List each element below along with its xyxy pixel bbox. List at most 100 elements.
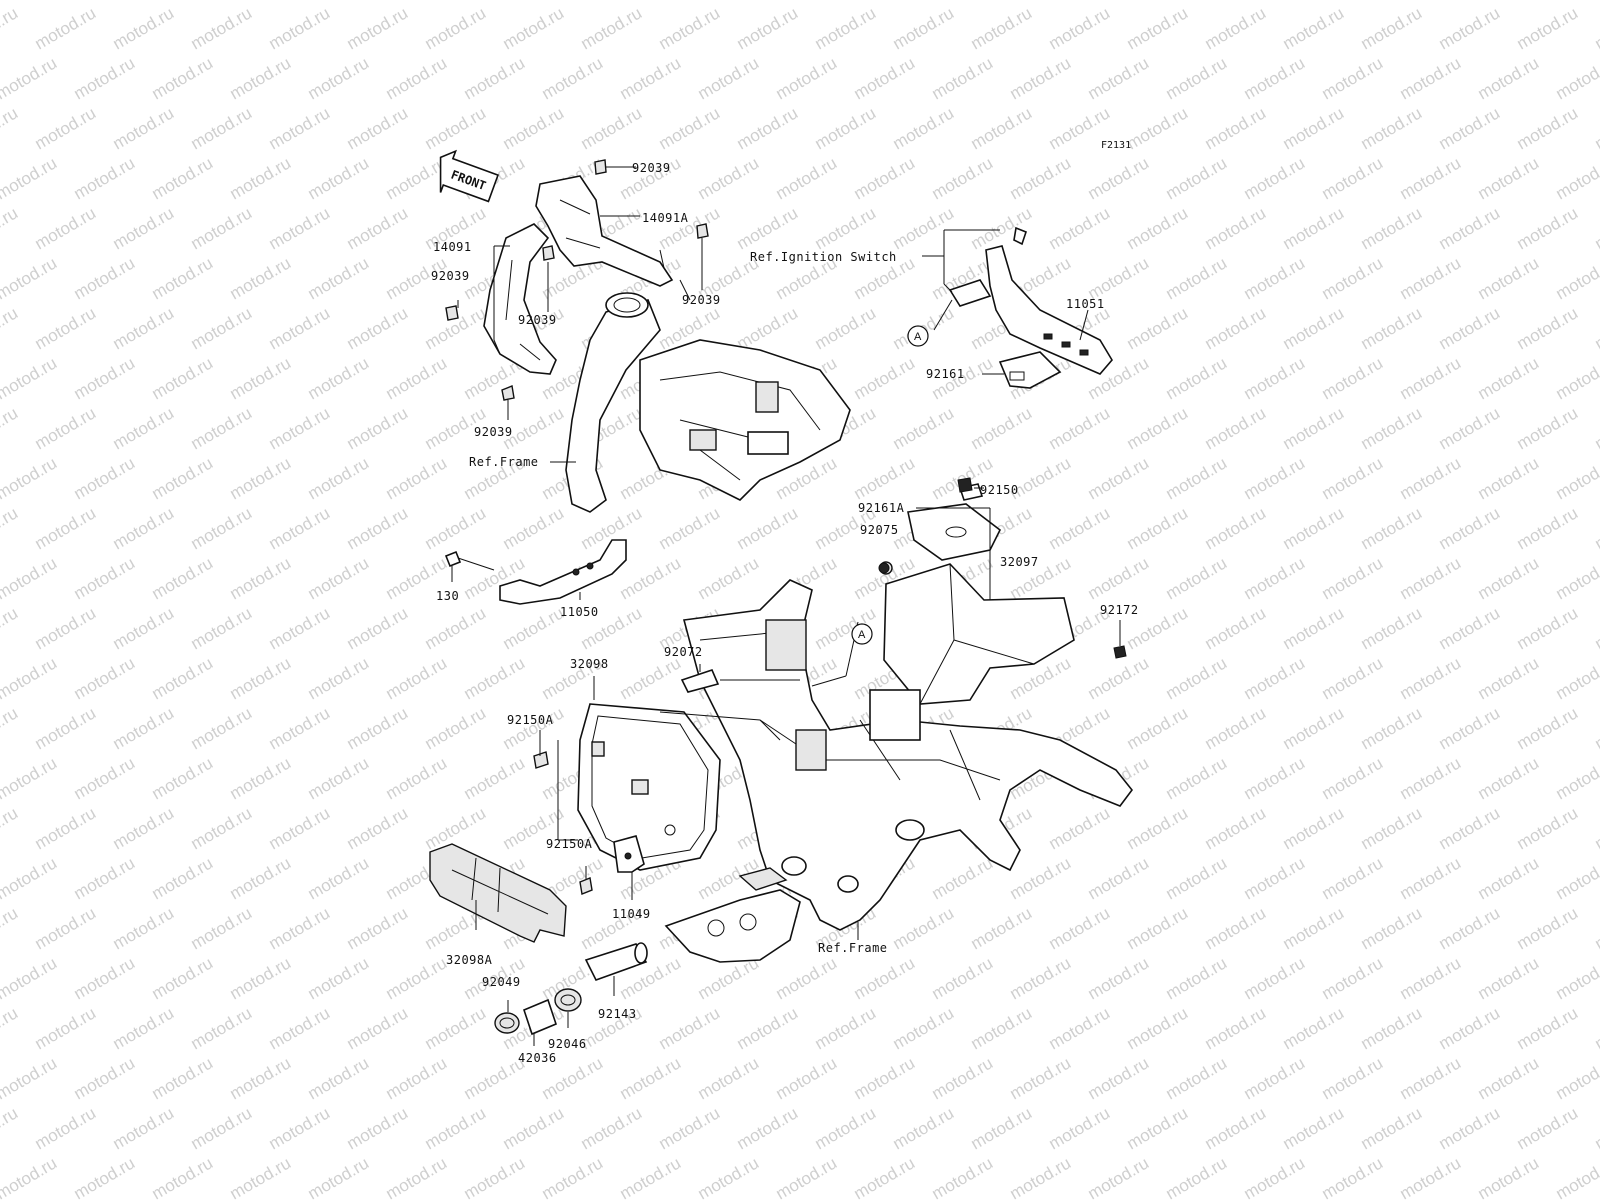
watermark-text: motod.ru (1397, 553, 1465, 603)
watermark-text: motod.ru (617, 0, 685, 3)
watermark-text: motod.ru (305, 253, 373, 303)
watermark-text: motod.ru (1592, 603, 1600, 653)
collar-parts-drawing (494, 942, 648, 1036)
watermark-text: motod.ru (110, 203, 178, 253)
watermark-text: motod.ru (695, 1053, 763, 1103)
watermark-text: motod.ru (305, 53, 373, 103)
watermark-text: motod.ru (1124, 3, 1192, 53)
watermark-text: motod.ru (32, 3, 100, 53)
watermark-text: motod.ru (578, 3, 646, 53)
watermark-text: motod.ru (1007, 1053, 1075, 1103)
watermark-text: motod.ru (0, 703, 21, 753)
watermark-text: motod.ru (383, 1153, 451, 1200)
watermark-text: motod.ru (1592, 403, 1600, 453)
watermark-text: motod.ru (1202, 703, 1270, 753)
lower-frame-drawing (664, 579, 1134, 963)
watermark-text: motod.ru (1436, 403, 1504, 453)
watermark-text: motod.ru (266, 603, 334, 653)
watermark-text: motod.ru (968, 403, 1036, 453)
watermark-text: motod.ru (929, 153, 997, 203)
watermark-text: motod.ru (1475, 353, 1543, 403)
watermark-text: motod.ru (500, 503, 568, 553)
watermark-text: motod.ru (695, 153, 763, 203)
watermark-text: motod.ru (32, 803, 100, 853)
watermark-text: motod.ru (227, 1153, 295, 1200)
watermark-text: motod.ru (1397, 53, 1465, 103)
watermark-text: motod.ru (1085, 1153, 1153, 1200)
watermark-text: motod.ru (1436, 203, 1504, 253)
watermark-text: motod.ru (500, 703, 568, 753)
watermark-text: motod.ru (110, 403, 178, 453)
watermark-text: motod.ru (1397, 353, 1465, 403)
watermark-text: motod.ru (890, 403, 958, 453)
watermark-text: motod.ru (1241, 0, 1309, 3)
watermark-text: motod.ru (1436, 103, 1504, 153)
watermark-text: motod.ru (1202, 3, 1270, 53)
watermark-text: motod.ru (1280, 803, 1348, 853)
watermark-text: motod.ru (1358, 603, 1426, 653)
part-label: 32098A (446, 953, 493, 967)
watermark-text: motod.ru (1436, 603, 1504, 653)
watermark-text: motod.ru (461, 0, 529, 3)
fastener-icons (445, 159, 973, 895)
watermark-text: motod.ru (1475, 0, 1543, 3)
watermark-text: motod.ru (1592, 1003, 1600, 1053)
watermark-text: motod.ru (188, 903, 256, 953)
plate-92072-drawing (680, 669, 720, 693)
watermark-text: motod.ru (1241, 853, 1309, 903)
watermark-text: motod.ru (1319, 553, 1387, 603)
watermark-text: motod.ru (1163, 153, 1231, 203)
watermark-text: motod.ru (1514, 603, 1582, 653)
watermark-text: motod.ru (1163, 953, 1231, 1003)
watermark-text: motod.ru (500, 103, 568, 153)
watermark-text: motod.ru (266, 503, 334, 553)
watermark-text: motod.ru (1319, 453, 1387, 503)
watermark-text: motod.ru (0, 153, 60, 203)
watermark-text: motod.ru (0, 1153, 60, 1200)
watermark-text: motod.ru (1475, 853, 1543, 903)
watermark-text: motod.ru (1592, 703, 1600, 753)
watermark-text: motod.ru (1241, 1153, 1309, 1200)
watermark-text: motod.ru (1475, 53, 1543, 103)
watermark-text: motod.ru (1046, 803, 1114, 853)
watermark-text: motod.ru (1514, 803, 1582, 853)
watermark-text: motod.ru (1397, 653, 1465, 703)
watermark-text: motod.ru (1358, 303, 1426, 353)
watermark-text: motod.ru (344, 203, 412, 253)
watermark-text: motod.ru (1163, 653, 1231, 703)
watermark-text: motod.ru (71, 753, 139, 803)
watermark-text: motod.ru (0, 503, 21, 553)
watermark-text: motod.ru (656, 1003, 724, 1053)
part-label: 92039 (431, 269, 470, 283)
watermark-text: motod.ru (188, 703, 256, 753)
watermark-text: motod.ru (812, 1103, 880, 1153)
upper-frame-drawing (483, 175, 851, 513)
watermark-text: motod.ru (1475, 953, 1543, 1003)
watermark-text: motod.ru (1163, 0, 1231, 3)
watermark-text: motod.ru (344, 103, 412, 153)
bracket-11051-drawing (948, 226, 1113, 389)
watermark-text: motod.ru (1319, 953, 1387, 1003)
watermark-text: motod.ru (0, 303, 21, 353)
watermark-text: motod.ru (500, 3, 568, 53)
watermark-text: motod.ru (968, 3, 1036, 53)
watermark-text: motod.ru (344, 403, 412, 453)
watermark-text: motod.ru (149, 853, 217, 903)
watermark-text: motod.ru (1280, 303, 1348, 353)
front-arrow-icon: FRONT (439, 149, 500, 203)
watermark-text: motod.ru (266, 903, 334, 953)
svg-text:A: A (914, 331, 922, 343)
watermark-text: motod.ru (149, 453, 217, 503)
watermark-text: motod.ru (1124, 503, 1192, 553)
watermark-text: motod.ru (227, 153, 295, 203)
watermark-text: motod.ru (1163, 753, 1231, 803)
cover-32098A-drawing (429, 843, 567, 943)
watermark-text: motod.ru (32, 503, 100, 553)
watermark-text: motod.ru (1007, 53, 1075, 103)
bracket-11050-drawing (444, 539, 627, 605)
watermark-text: motod.ru (1514, 403, 1582, 453)
watermark-text: motod.ru (1163, 853, 1231, 903)
watermark-text: motod.ru (1085, 953, 1153, 1003)
watermark-text: motod.ru (1553, 453, 1600, 503)
watermark-text: motod.ru (1397, 153, 1465, 203)
